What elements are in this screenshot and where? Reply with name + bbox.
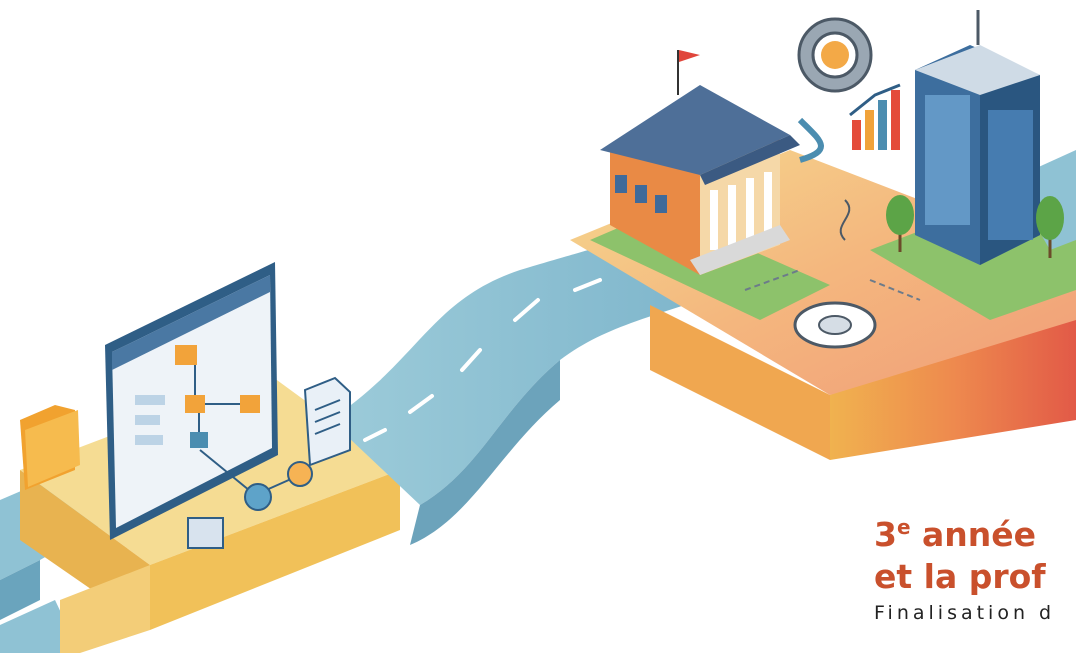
office-tower-icon [915, 10, 1040, 265]
caption-year-number: 3 [874, 515, 897, 554]
section-caption: 3e année et la prof Finalisation d [874, 506, 1076, 653]
document-icon [303, 376, 351, 467]
bar-chart-icon [797, 83, 901, 163]
flowchart-window-icon [105, 262, 278, 540]
caption-title-line1: 3e année [874, 506, 1076, 556]
caption-year-text: année [910, 515, 1037, 554]
flow-connector-icon [187, 449, 313, 549]
gear-icon-small [793, 301, 877, 349]
process-arrows [744, 199, 921, 301]
gear-icon [797, 17, 873, 93]
tree-icon [886, 195, 1064, 258]
folder-icon [20, 405, 80, 490]
caption-title-line2: et la prof [874, 557, 1046, 596]
university-building-icon [600, 85, 800, 275]
flag-icon [677, 50, 700, 95]
caption-year-suffix: e [896, 515, 911, 539]
road-middle [330, 240, 700, 545]
caption-subtitle: Finalisation d [874, 602, 1056, 624]
